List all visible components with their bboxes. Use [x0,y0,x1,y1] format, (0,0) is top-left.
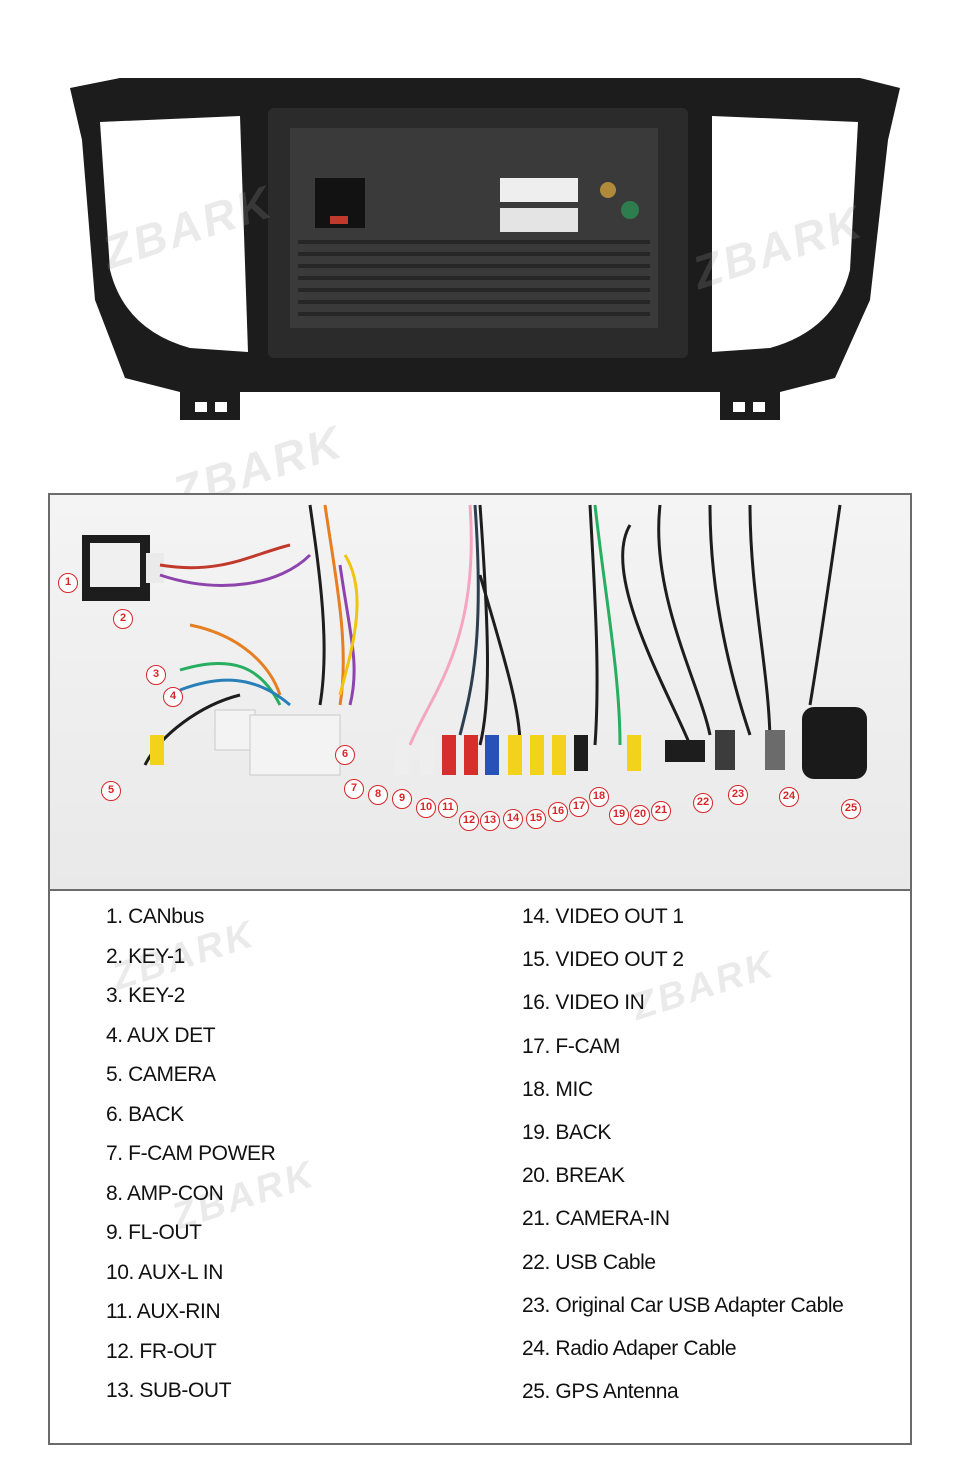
callout-9: 9 [392,789,412,809]
gps-antenna [802,707,867,779]
right-cutout [712,116,858,352]
legend-item: 18. MIC [522,1077,593,1101]
callout-4: 4 [163,687,183,707]
callout-6: 6 [335,745,355,765]
legend-item: 23. Original Car USB Adapter Cable [522,1293,844,1317]
legend-item: 22. USB Cable [522,1250,656,1274]
antenna-port [600,182,616,198]
legend-item: 25. GPS Antenna [522,1380,679,1404]
legend-item: 11. AUX-RIN [106,1300,221,1323]
legend-item: 10. AUX-L IN [106,1260,223,1284]
legend-item: 19. BACK [522,1120,612,1144]
legend-item: 14. VIDEO OUT 1 [522,905,684,928]
legend-item: 17. F-CAM [522,1034,620,1058]
callout-18: 18 [589,787,609,807]
callout-14: 14 [503,809,523,829]
callout-19: 19 [609,805,629,825]
callout-21: 21 [651,801,671,821]
legend-item: 6. BACK [106,1102,184,1126]
callout-25: 25 [841,799,861,819]
white-connector-2 [500,208,578,232]
gps-port [621,201,639,219]
legend-item: 1. CANbus [106,905,204,928]
callout-22: 22 [693,793,713,813]
callout-24: 24 [779,787,799,807]
legend-item: 13. SUB-OUT [106,1379,232,1402]
legend-item: 9. FL-OUT [106,1221,202,1244]
callout-3: 3 [146,665,166,685]
left-cutout [100,116,248,352]
legend-right-column: 14. VIDEO OUT 1 15. VIDEO OUT 2 16. VIDE… [522,905,844,1423]
callout-2: 2 [113,609,133,629]
legend-item: 5. CAMERA [106,1063,216,1086]
callout-16: 16 [548,802,568,822]
callout-1: 1 [58,573,78,593]
white-connector [500,178,578,202]
callout-20: 20 [630,805,650,825]
radio-frame-photo [70,78,900,420]
callout-12: 12 [459,811,479,831]
legend-item: 7. F-CAM POWER [106,1142,276,1165]
callout-8: 8 [368,785,388,805]
legend-item: 20. BREAK [522,1164,625,1188]
legend-item: 8. AMP-CON [106,1181,224,1205]
callout-13: 13 [480,811,500,831]
legend-item: 3. KEY-2 [106,984,185,1007]
legend-item: 2. KEY-1 [106,944,185,968]
callout-5: 5 [101,781,121,801]
fuse [330,216,348,224]
callout-11: 11 [438,798,458,818]
legend-item: 21. CAMERA-IN [522,1207,670,1231]
callout-23: 23 [728,785,748,805]
legend-item: 12. FR-OUT [106,1339,217,1363]
wiring-panel: 1 2 3 4 5 6 7 8 9 10 11 12 13 14 15 16 1… [48,493,912,1445]
callout-17: 17 [569,797,589,817]
callout-15: 15 [526,809,546,829]
legend-item: 4. AUX DET [106,1023,216,1047]
legend-item: 15. VIDEO OUT 2 [522,948,684,972]
legend-item: 24. Radio Adaper Cable [522,1336,737,1360]
callout-7: 7 [344,779,364,799]
callout-10: 10 [416,798,436,818]
legend-left-column: 1. CANbus 2. KEY-1 3. KEY-2 4. AUX DET 5… [106,905,276,1419]
legend-item: 16. VIDEO IN [522,991,645,1015]
